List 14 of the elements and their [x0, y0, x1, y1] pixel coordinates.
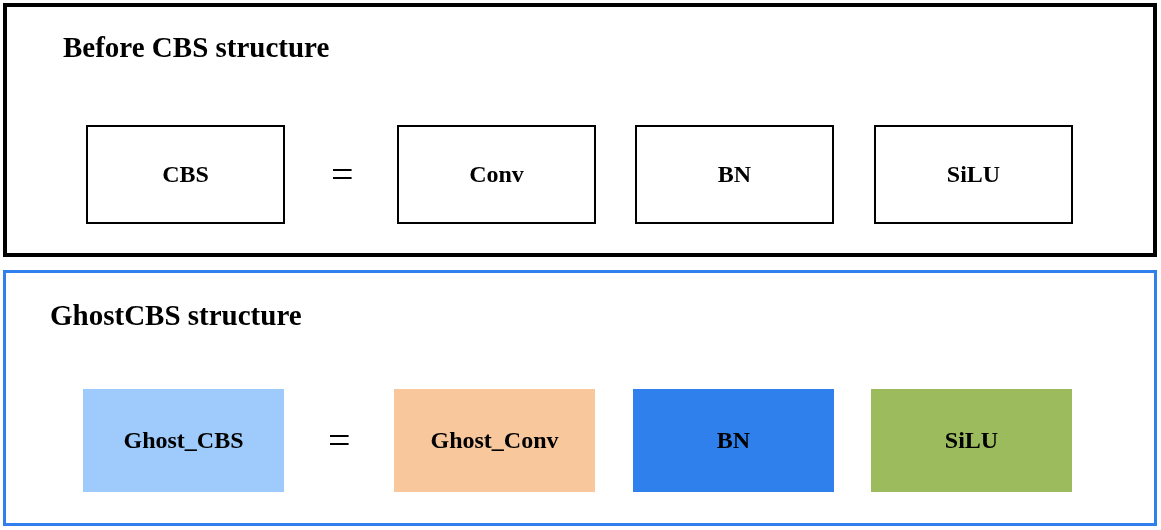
process-box: SiLU — [871, 389, 1072, 492]
panel-heading: GhostCBS structure — [50, 299, 302, 332]
process-box: SiLU — [874, 125, 1073, 224]
equals-sign: = — [328, 421, 351, 461]
process-box: Ghost_Conv — [394, 389, 595, 492]
process-box: CBS — [86, 125, 285, 224]
equals-sign: = — [331, 155, 354, 195]
process-box: BN — [633, 389, 834, 492]
process-box: Conv — [397, 125, 596, 224]
container-panel — [3, 3, 1157, 257]
container-panel — [3, 270, 1157, 526]
process-box: BN — [635, 125, 834, 224]
panel-heading: Before CBS structure — [63, 31, 330, 64]
process-box: Ghost_CBS — [83, 389, 284, 492]
